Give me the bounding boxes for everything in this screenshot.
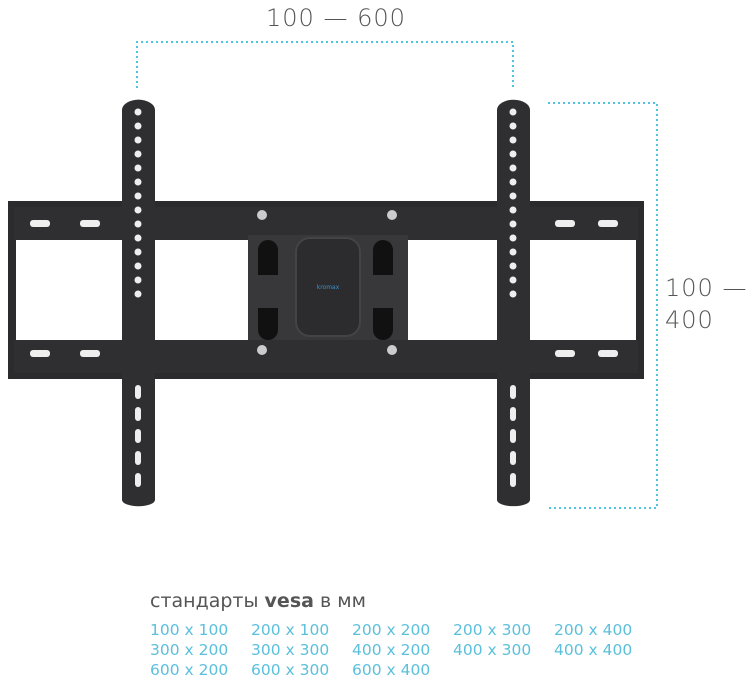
mounting-hole [134,220,142,228]
mounting-slot [135,429,141,443]
center-plate: kromax [248,210,408,355]
mounting-hole [509,150,517,158]
mounting-hole [134,150,142,158]
mounting-slot [510,451,516,465]
vesa-size-item: 400 x 400 [554,641,633,659]
mounting-hole [509,192,517,200]
mounting-slot [135,407,141,421]
caption-suffix: в мм [320,590,366,612]
mounting-slot [510,385,516,399]
brand-logo: kromax [317,284,340,291]
mounting-hole [134,248,142,256]
mounting-slot [135,473,141,487]
horizontal-frame [8,201,644,379]
mounting-hole [509,122,517,130]
vesa-size-item: 100 x 100 [150,621,229,639]
mounting-slot [135,385,141,399]
height-dimension-line [548,102,658,509]
mounting-hole [509,108,517,116]
mounting-hole [134,108,142,116]
height-range-label-line1: 100 — [665,274,748,302]
mounting-hole [134,290,142,298]
mounting-hole [134,122,142,130]
mounting-hole [134,136,142,144]
vesa-size-item: 600 x 300 [251,661,330,679]
right-vertical-arm [497,99,530,507]
height-range-label-line2: 400 [665,306,714,334]
vesa-size-item: 400 x 200 [352,641,431,659]
vesa-size-item: 600 x 200 [150,661,229,679]
mounting-hole [509,164,517,172]
mounting-hole [134,178,142,186]
vesa-size-item: 200 x 300 [453,621,532,639]
mounting-hole [134,234,142,242]
vesa-size-item: 400 x 300 [453,641,532,659]
vesa-size-item: 600 x 400 [352,661,431,679]
mounting-slot [510,473,516,487]
mounting-hole [509,220,517,228]
caption-brand: vesa [264,590,314,612]
vesa-size-item: 200 x 100 [251,621,330,639]
mounting-slot [510,407,516,421]
mounting-hole [509,248,517,256]
mounting-hole [134,206,142,214]
mounting-hole [134,164,142,172]
mounting-hole [134,262,142,270]
vesa-size-item: 200 x 400 [554,621,633,639]
mounting-hole [509,234,517,242]
left-vertical-arm [122,99,155,507]
vesa-size-item: 300 x 300 [251,641,330,659]
width-range-label: 100 — 600 [266,4,406,32]
vesa-caption: стандарты vesa в мм [150,590,366,612]
mounting-slot [135,451,141,465]
mounting-hole [509,276,517,284]
mounting-slot [510,429,516,443]
vesa-size-item: 200 x 200 [352,621,431,639]
caption-prefix: стандарты [150,590,259,612]
mounting-hole [134,192,142,200]
mounting-hole [509,206,517,214]
vesa-sizes-grid: 100 x 100 200 x 100 200 x 200 200 x 300 200 … [150,620,655,680]
vesa-size-item: 300 x 200 [150,641,229,659]
mounting-hole [509,178,517,186]
mounting-hole [509,136,517,144]
width-dimension-line [136,41,514,88]
mounting-hole [509,262,517,270]
mounting-hole [509,290,517,298]
mounting-hole [134,276,142,284]
